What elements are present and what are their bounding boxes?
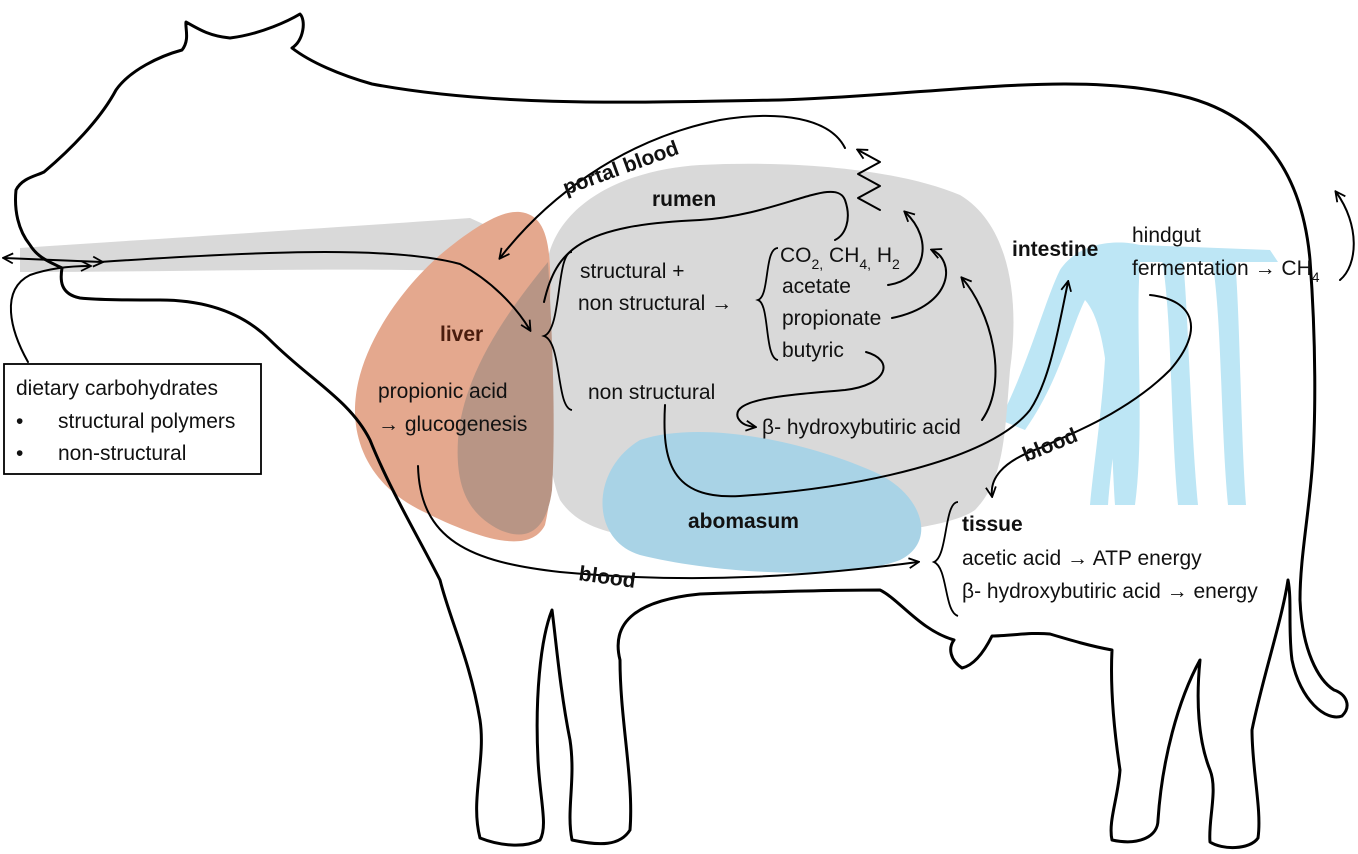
blood-label-right: blood xyxy=(1019,424,1081,467)
legend-box xyxy=(3,363,262,475)
propionate-label: propionate xyxy=(782,307,881,330)
abomasum-region xyxy=(602,431,922,573)
bhba-label: β- hydroxybutiric acid xyxy=(762,416,961,439)
blood-label-lower: blood xyxy=(577,562,637,593)
legend-item-non-structural: non-structural xyxy=(58,442,186,465)
acetate-label: acetate xyxy=(782,275,851,298)
liver-line1: propionic acid xyxy=(378,380,508,403)
hindgut-to-tissue-blood-arrow xyxy=(992,294,1193,496)
intestine-region xyxy=(1000,242,1278,505)
non-structural-to-intestine-arrow xyxy=(663,282,1068,498)
tissue-line2: β- hydroxybutiric acid → energy xyxy=(962,580,1258,603)
vfa-brace xyxy=(755,247,779,361)
tissue-line1: acetic acid → ATP energy xyxy=(962,547,1202,570)
legend-bullet: • xyxy=(16,410,23,433)
acetate-uptake-arrow xyxy=(887,212,924,286)
intestine-label: intestine xyxy=(1012,238,1098,261)
braces xyxy=(541,247,959,617)
gi-tract-band xyxy=(20,218,540,275)
dietary-carbohydrates-legend: dietary carbohydrates • structural polym… xyxy=(3,363,262,475)
liver-line2: → glucogenesis xyxy=(378,413,527,436)
structural-line1: structural + xyxy=(580,260,684,283)
hindgut-line2: fermentation → CH4 xyxy=(1132,257,1320,285)
tissue-label: tissue xyxy=(962,513,1023,536)
liver-to-tissue-blood-arrow xyxy=(417,465,918,580)
legend-bullet: • xyxy=(16,442,23,465)
absorption-zigzag xyxy=(858,150,881,211)
structural-line2: non structural → xyxy=(578,292,732,315)
rumen-brace xyxy=(541,251,573,411)
butyric-label: butyric xyxy=(782,339,844,362)
propionate-uptake-arrow xyxy=(891,250,947,319)
methane-exhaust-arrow xyxy=(1336,192,1355,281)
bhba-uptake-arrow xyxy=(962,278,997,421)
rumination-loop-arrow xyxy=(543,190,849,303)
liver-label: liver xyxy=(440,323,483,346)
flow-arrows xyxy=(4,114,1355,580)
rumen-label: rumen xyxy=(652,188,716,211)
non-structural-label: non structural xyxy=(588,381,715,404)
portal-blood-arrow xyxy=(500,114,846,258)
fermentation-gases: CO2, CH4, H2 xyxy=(780,244,900,272)
butyric-to-bhba-arrow xyxy=(736,351,885,427)
hindgut-line1: hindgut xyxy=(1132,224,1201,247)
abomasum-label: abomasum xyxy=(688,510,799,533)
legend-title: dietary carbohydrates xyxy=(16,377,218,400)
legend-item-structural: structural polymers xyxy=(58,410,235,433)
tissue-brace xyxy=(931,501,959,617)
esophagus-arrow xyxy=(99,251,530,330)
legend-to-mouth-arrow xyxy=(9,266,90,363)
cow-outline xyxy=(14,12,1349,849)
